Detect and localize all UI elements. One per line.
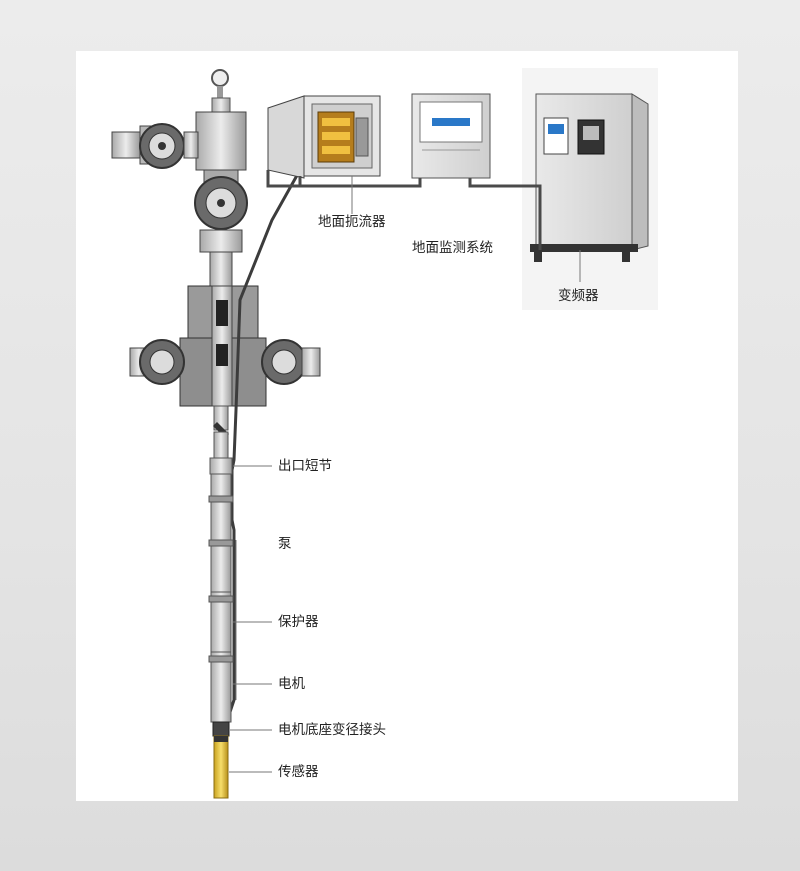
- master-valve: [194, 169, 248, 253]
- label-motor: 电机: [278, 676, 305, 692]
- label-outlet-sub: 出口短节: [278, 458, 332, 474]
- surface-choke-box: [267, 95, 381, 179]
- label-sensor: 传感器: [278, 764, 319, 780]
- surface-cables: [266, 170, 542, 250]
- surface-monitor-unit: [411, 93, 491, 179]
- leader-lines: [229, 176, 581, 773]
- casing-right-valve: [261, 339, 321, 385]
- motor-base-adapter: [212, 721, 230, 737]
- label-motor-base-adapter: 电机底座变径接头: [278, 722, 386, 738]
- outlet-sub: [209, 457, 233, 475]
- power-cable: [221, 169, 302, 718]
- label-surface-monitor: 地面监测系统: [412, 240, 493, 256]
- casing-left-valve: [129, 339, 185, 385]
- label-protector: 保护器: [278, 614, 319, 630]
- downhole-string: [208, 405, 234, 799]
- label-pump: 泵: [278, 536, 292, 552]
- pump-section: [210, 473, 232, 593]
- label-surface-choke: 地面扼流器: [318, 214, 386, 230]
- casing-head: [179, 285, 267, 407]
- pressure-gauge: [211, 69, 229, 98]
- wellhead: [111, 69, 321, 407]
- left-wing-valve: [111, 123, 199, 169]
- vfd-cabinet: [522, 68, 658, 310]
- label-vfd: 变频器: [558, 288, 599, 304]
- downhole-sensor: [213, 735, 229, 799]
